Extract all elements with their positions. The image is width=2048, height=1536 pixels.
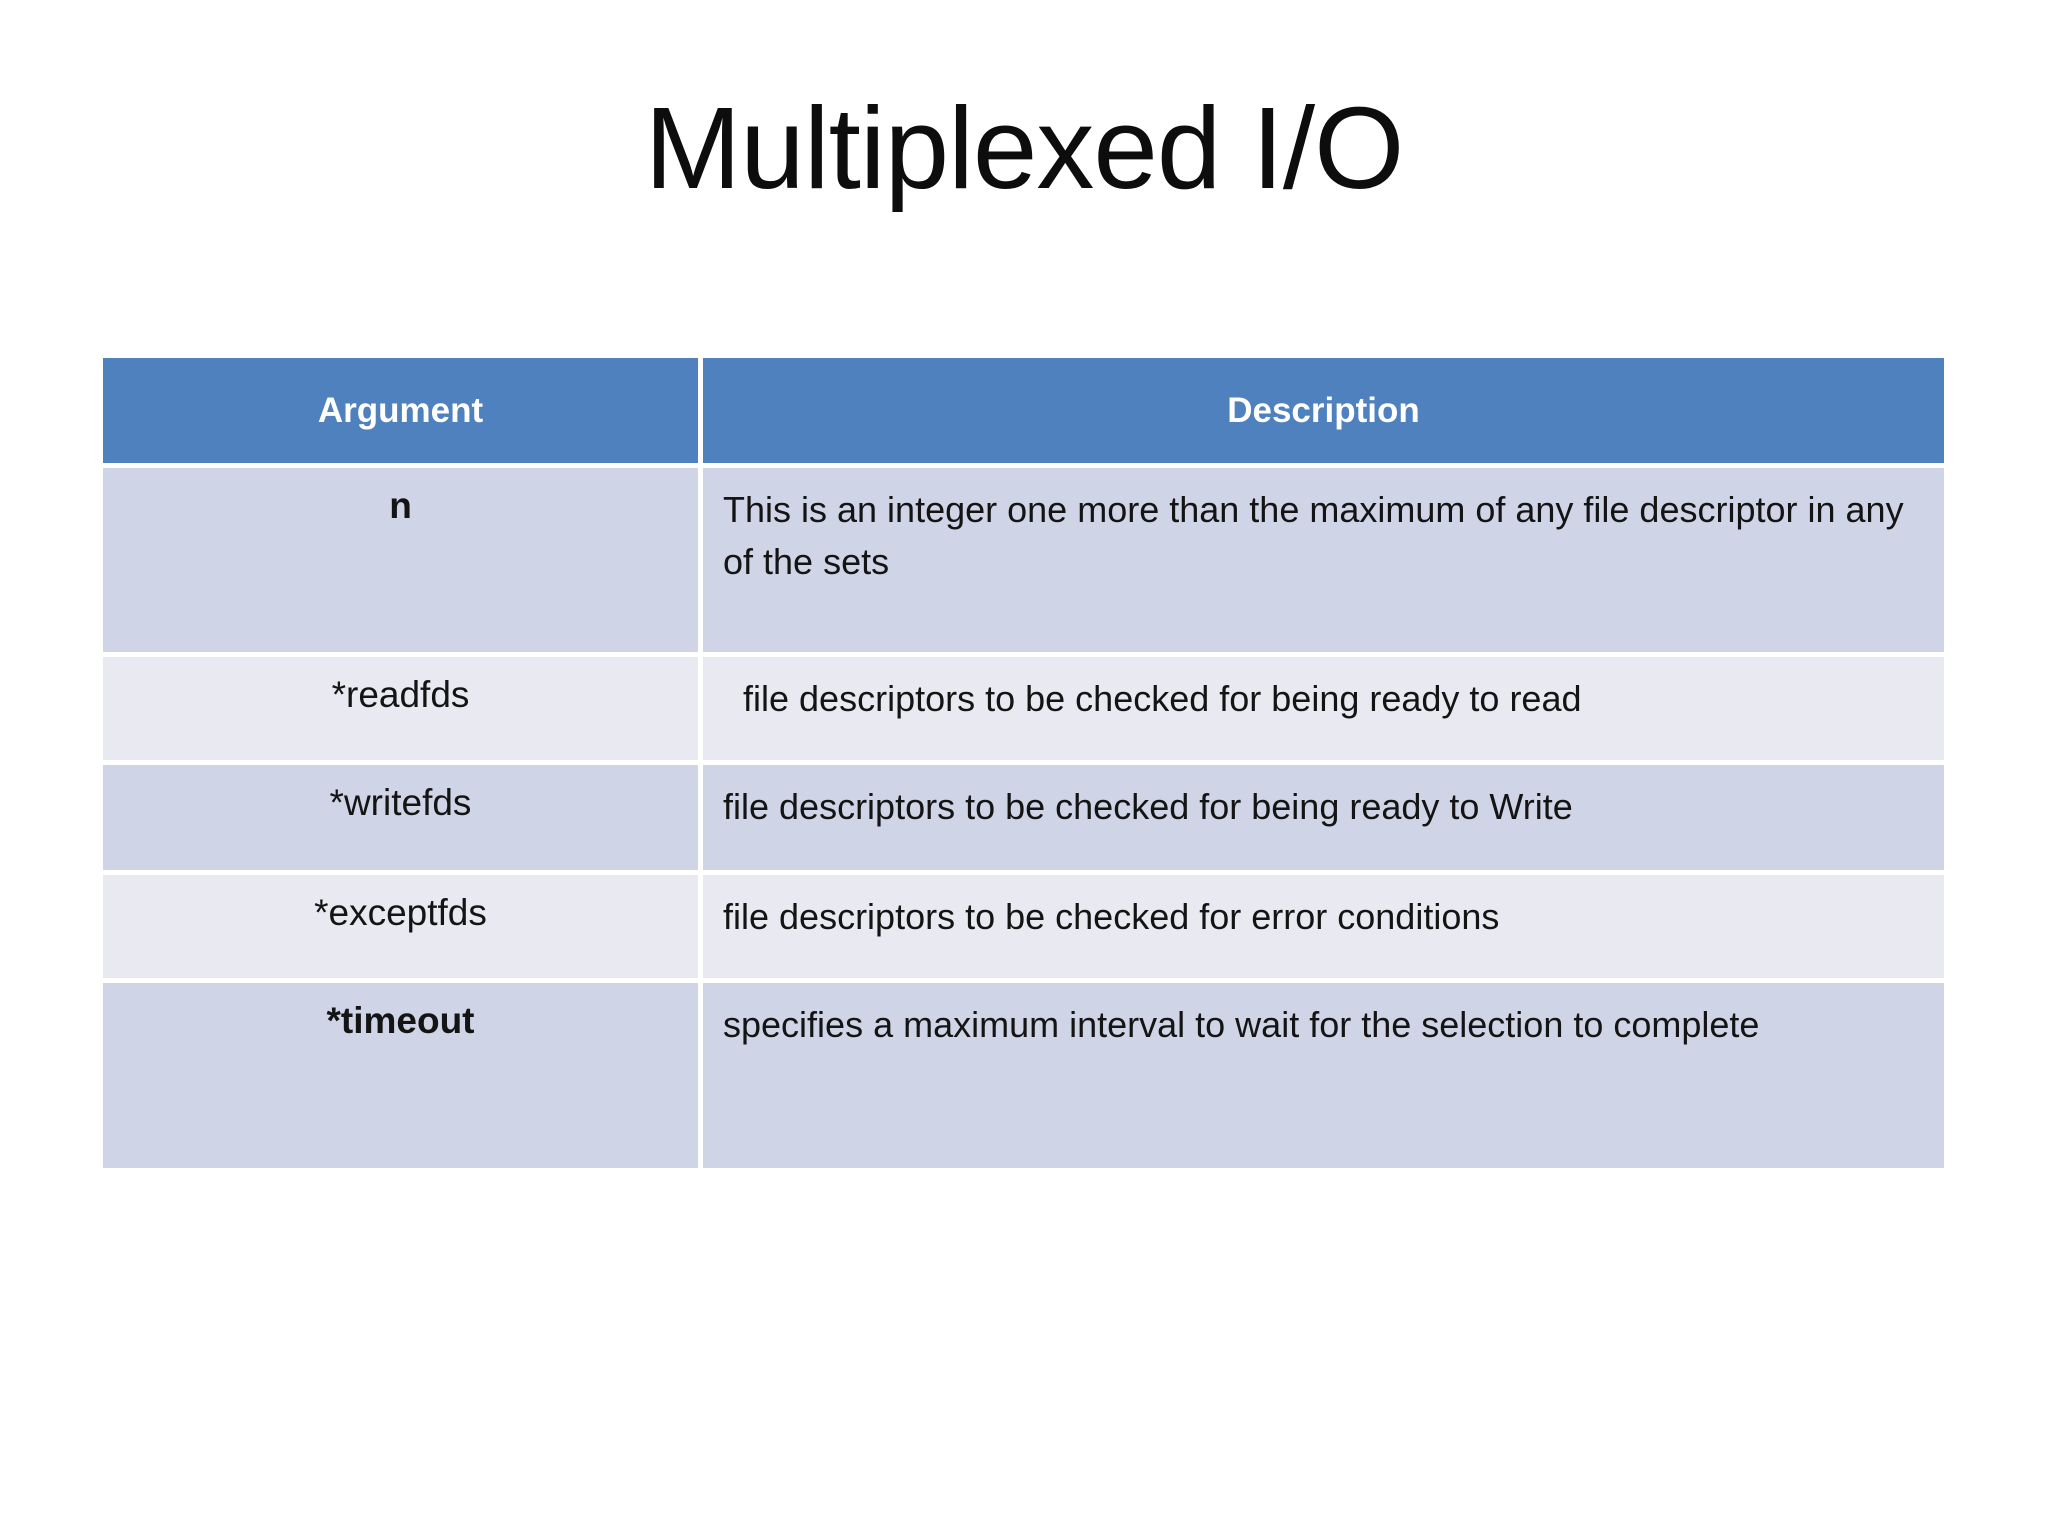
description-cell-writefds: file descriptors to be checked for being…	[703, 765, 1944, 870]
argument-cell-timeout: *timeout	[103, 983, 698, 1168]
argument-cell-writefds: *writefds	[103, 765, 698, 870]
argument-cell-n: n	[103, 468, 698, 652]
table-header-description: Description	[703, 358, 1944, 463]
description-cell-readfds: file descriptors to be checked for being…	[703, 657, 1944, 760]
table-header-argument: Argument	[103, 358, 698, 463]
description-cell-n: This is an integer one more than the max…	[703, 468, 1944, 652]
description-cell-exceptfds: file descriptors to be checked for error…	[703, 875, 1944, 978]
argument-cell-readfds: *readfds	[103, 657, 698, 760]
description-cell-timeout: specifies a maximum interval to wait for…	[703, 983, 1944, 1168]
page-title: Multiplexed I/O	[644, 83, 1405, 213]
arguments-table: Argument Description n This is an intege…	[103, 358, 1944, 1168]
argument-cell-exceptfds: *exceptfds	[103, 875, 698, 978]
